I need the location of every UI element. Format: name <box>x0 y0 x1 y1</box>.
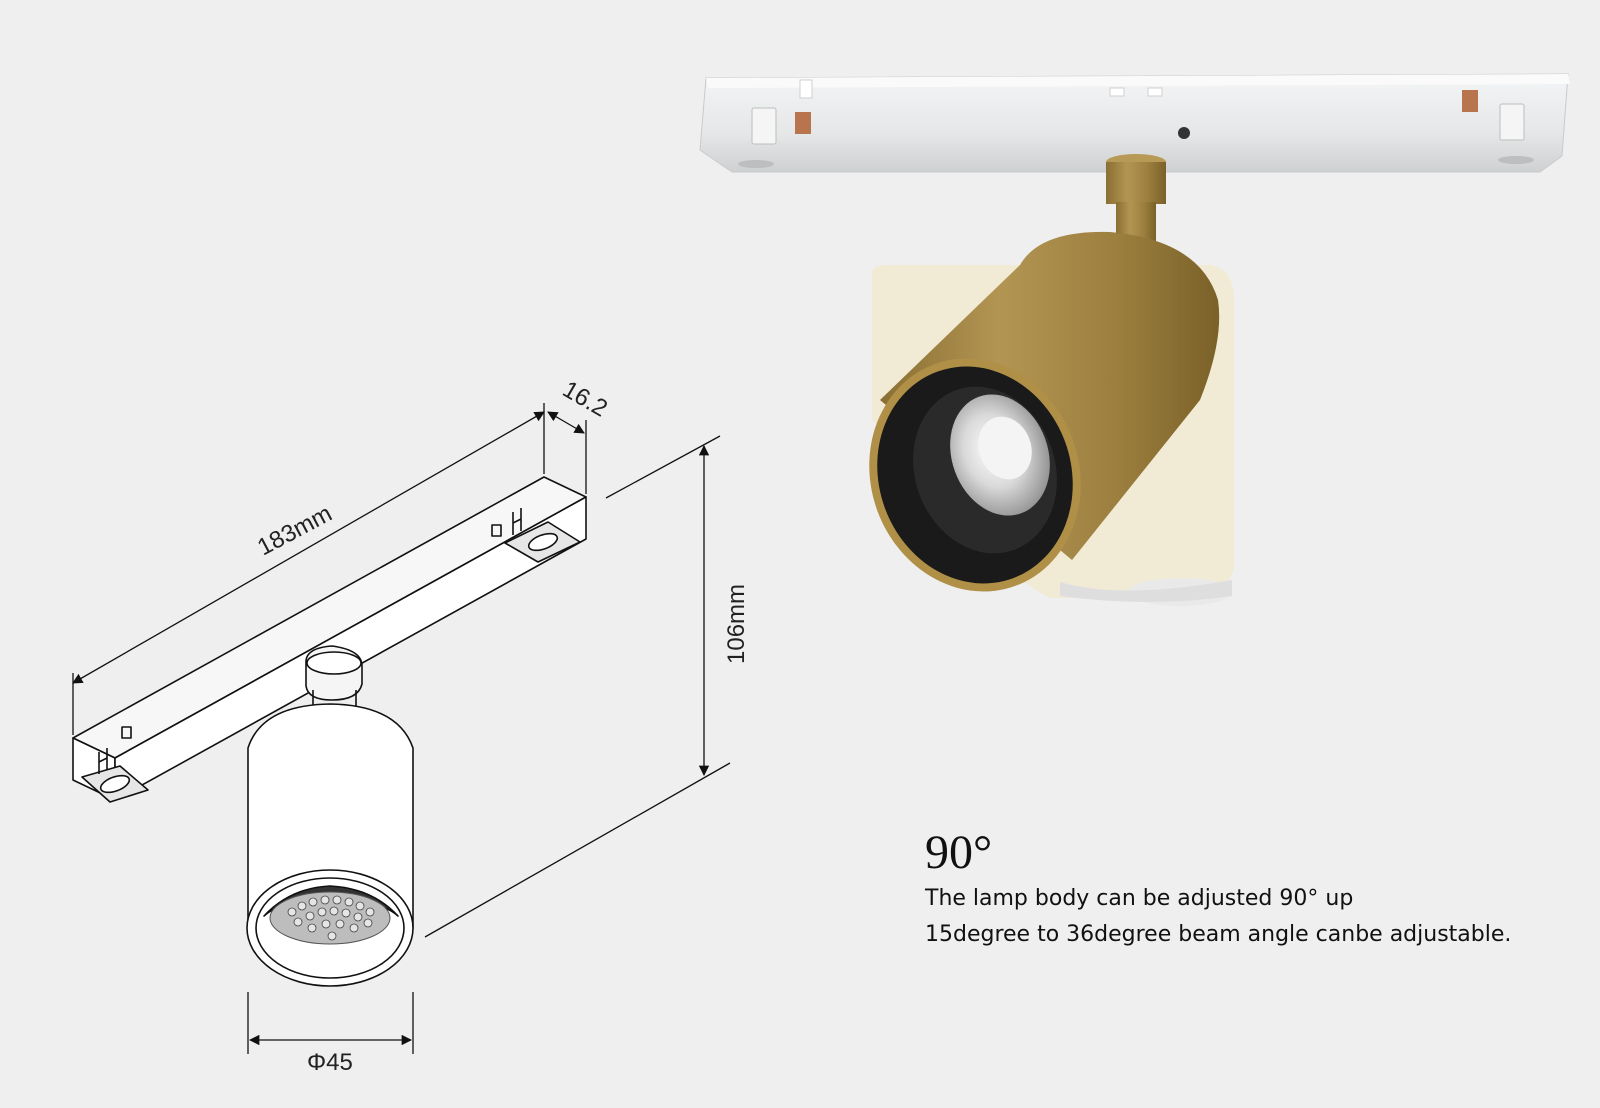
technical-drawing <box>72 403 731 1054</box>
beam-angle-description: 15degree to 36degree beam angle canbe ad… <box>925 922 1512 947</box>
track-rail <box>699 73 1570 173</box>
lamp-stem <box>1106 154 1166 242</box>
dimension-length-label: 183mm <box>253 500 336 561</box>
feature-caption: 90° The lamp body can be adjusted 90° up… <box>925 825 1565 953</box>
drawing-cylinder <box>246 703 414 987</box>
product-photo <box>699 73 1570 606</box>
dimension-lines <box>72 403 731 1054</box>
drawing-connector <box>305 645 363 706</box>
rotation-angle-heading: 90° <box>925 826 993 879</box>
rotation-description: The lamp body can be adjusted 90° up <box>925 886 1354 911</box>
dimension-width-label: 16.2 <box>558 376 612 423</box>
dimension-height-label: 106mm <box>723 584 750 664</box>
dimension-diameter-label: Φ45 <box>307 1049 353 1076</box>
lamp-head <box>869 231 1220 592</box>
